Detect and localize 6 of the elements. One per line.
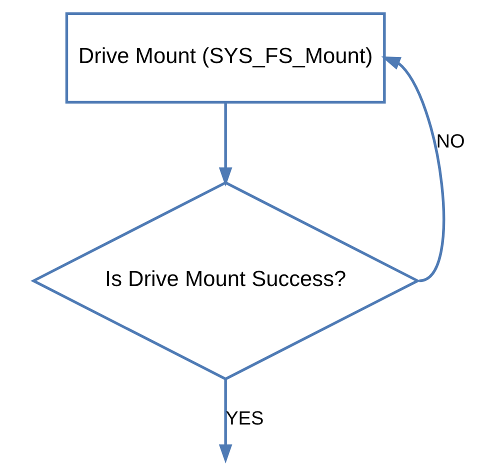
node-box: Drive Mount (SYS_FS_Mount) xyxy=(64,12,386,104)
arrow xyxy=(218,379,232,464)
arrow xyxy=(380,56,444,282)
arrow xyxy=(218,102,232,186)
edge-label: NO xyxy=(436,131,464,152)
node-diamond: Is Drive Mount Success? xyxy=(30,181,420,381)
